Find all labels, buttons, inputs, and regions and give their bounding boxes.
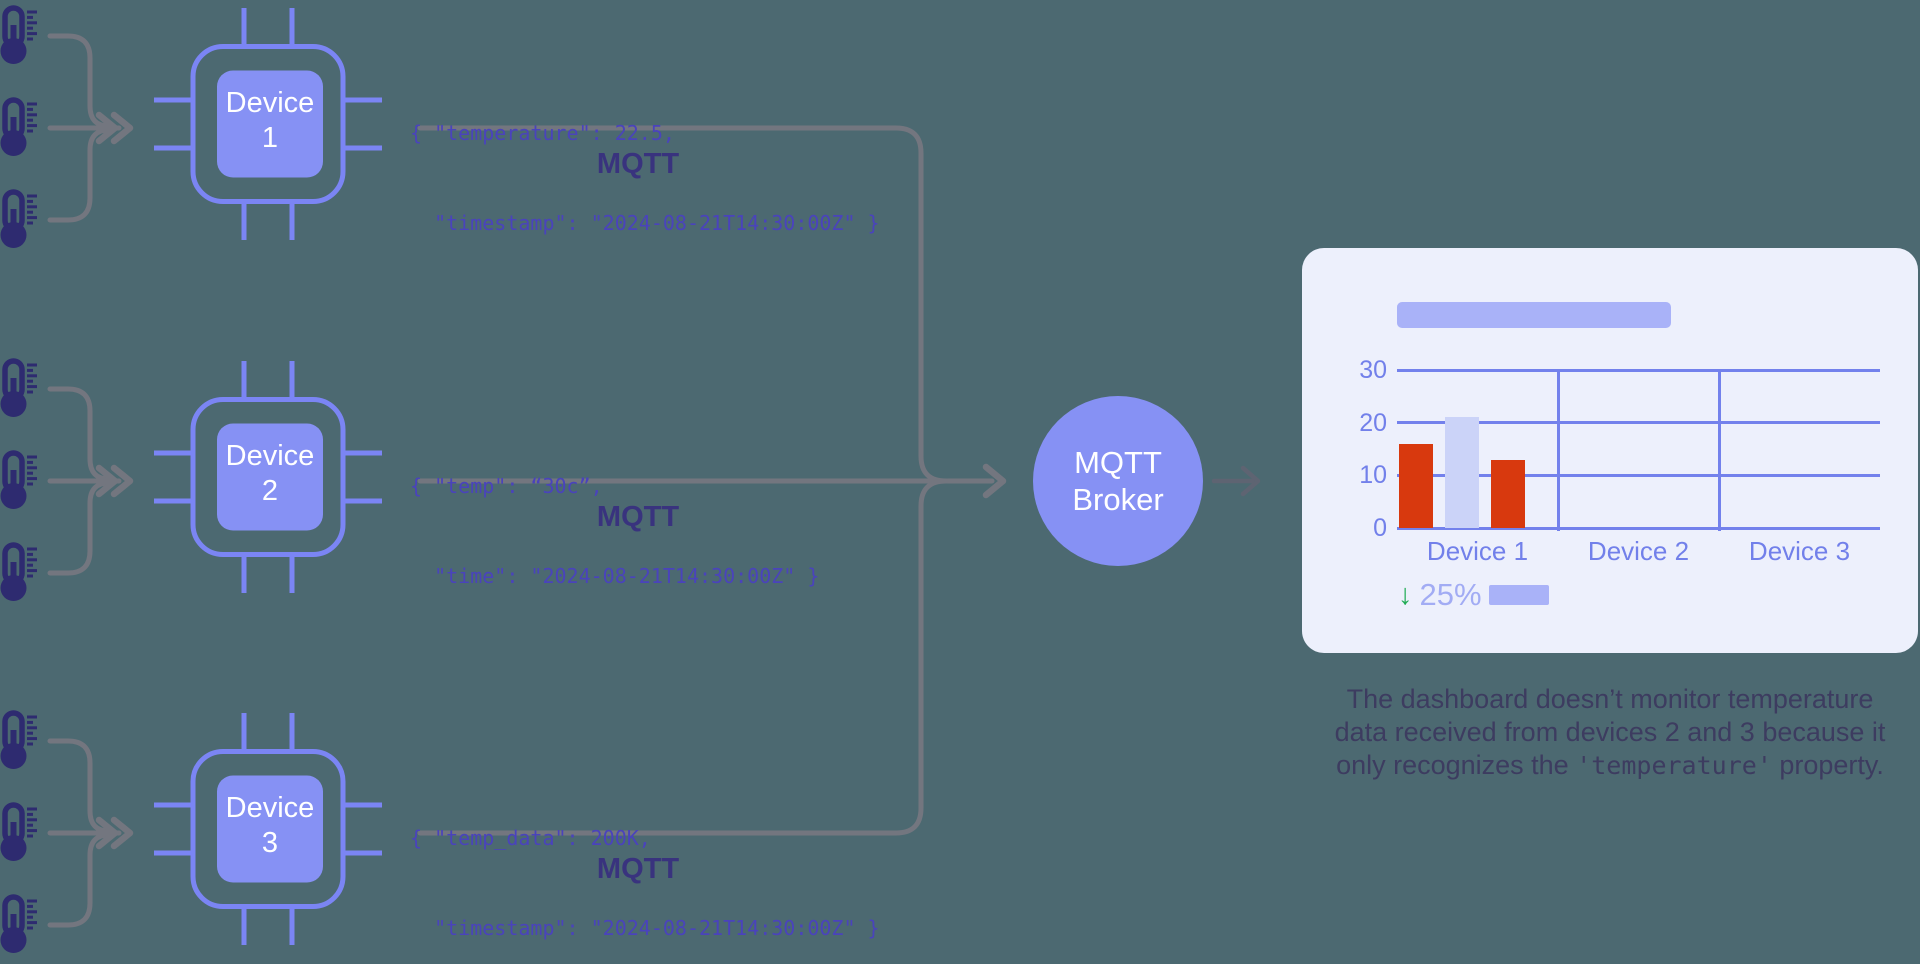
- device-1-protocol-label: MQTT: [596, 148, 680, 180]
- stat-value: 25%: [1419, 577, 1482, 612]
- device-2-payload: { "temp": “30c”, "time": "2024-08-21T14:…: [410, 411, 819, 651]
- merged-arrowhead-icon: [982, 463, 1007, 499]
- thermometer-icon: [0, 802, 37, 861]
- y-axis-tick: 0: [1373, 514, 1387, 542]
- x-axis-label: Device 2: [1587, 536, 1690, 566]
- caption: The dashboard doesn’t monitor temperatur…: [1302, 683, 1918, 782]
- caption-code: 'temperature': [1576, 751, 1772, 780]
- stat-label-placeholder: [1488, 585, 1549, 605]
- chip-core: [217, 775, 323, 883]
- thermometer-icon: [0, 358, 37, 417]
- thermometer-icon: [0, 97, 37, 156]
- bar: [1445, 417, 1479, 528]
- thermometer-icon: [0, 710, 37, 769]
- mqtt-line-device-3: [417, 478, 949, 836]
- chip-outline: [190, 44, 346, 204]
- thermometer-icon: [0, 5, 37, 64]
- gridline: [1397, 368, 1880, 372]
- device-2-label: Device 2: [225, 439, 315, 507]
- device-3-protocol-label: MQTT: [596, 853, 680, 885]
- decrease-arrow-icon: ↓: [1398, 579, 1413, 611]
- thermometer-icon: [0, 542, 37, 601]
- stat-row: ↓ 25%: [1398, 577, 1549, 612]
- thermometer-icon: [0, 894, 37, 953]
- device-chip: [154, 361, 382, 593]
- thermometer-icon: [0, 450, 37, 509]
- sensor-merge-arrow: [47, 738, 134, 928]
- y-axis-tick: 20: [1359, 408, 1387, 437]
- chip-core: [217, 423, 323, 531]
- device-3-label: Device 3: [225, 791, 315, 859]
- category-divider: [1717, 370, 1721, 531]
- chart-title-placeholder: [1397, 302, 1671, 328]
- payload-line: "timestamp": "2024-08-21T14:30:00Z" }: [410, 211, 880, 235]
- y-axis-tick: 10: [1359, 461, 1387, 490]
- payload-line: "time": "2024-08-21T14:30:00Z" }: [410, 564, 820, 588]
- bar: [1399, 443, 1433, 528]
- chip-core: [217, 70, 323, 178]
- payload-line: { "temp_data": 200K,: [410, 826, 651, 850]
- y-axis-tick: 30: [1359, 356, 1387, 384]
- gridline: [1397, 473, 1880, 477]
- sensor-merge-arrow: [47, 33, 134, 223]
- x-axis-label: Device 3: [1748, 536, 1851, 566]
- device-chip: [154, 713, 382, 945]
- device-chip: [154, 8, 382, 240]
- device-1-label: Device 1: [225, 86, 315, 154]
- bar: [1491, 459, 1525, 528]
- mqtt-line-device-1: [417, 125, 949, 484]
- sensor-merge-arrow: [47, 386, 134, 576]
- gridline: [1397, 421, 1880, 425]
- mqtt-broker-label: MQTT Broker: [1072, 445, 1164, 517]
- device-1-payload: { "temperature": 22.5, "timestamp": "202…: [410, 58, 880, 298]
- broker-arrowhead-icon: [1240, 465, 1261, 497]
- broker-circle: [1033, 396, 1203, 566]
- thermometer-icon: [0, 189, 37, 248]
- payload-line: { "temperature": 22.5,: [410, 121, 675, 145]
- caption-line: only recognizes the 'temperature' proper…: [1336, 750, 1884, 780]
- caption-line: data received from devices 2 and 3 becau…: [1334, 717, 1886, 747]
- payload-line: "timestamp": "2024-08-21T14:30:00Z" }: [410, 916, 880, 940]
- gridline: [1397, 526, 1880, 530]
- payload-line: { "temp": “30c”,: [410, 474, 603, 498]
- chip-outline: [190, 397, 346, 557]
- caption-line: The dashboard doesn’t monitor temperatur…: [1346, 684, 1874, 714]
- device-3-payload: { "temp_data": 200K, "timestamp": "2024-…: [410, 763, 880, 964]
- x-axis-label: Device 1: [1426, 536, 1529, 566]
- chip-outline: [190, 749, 346, 909]
- category-divider: [1556, 370, 1560, 531]
- device-2-protocol-label: MQTT: [596, 501, 680, 533]
